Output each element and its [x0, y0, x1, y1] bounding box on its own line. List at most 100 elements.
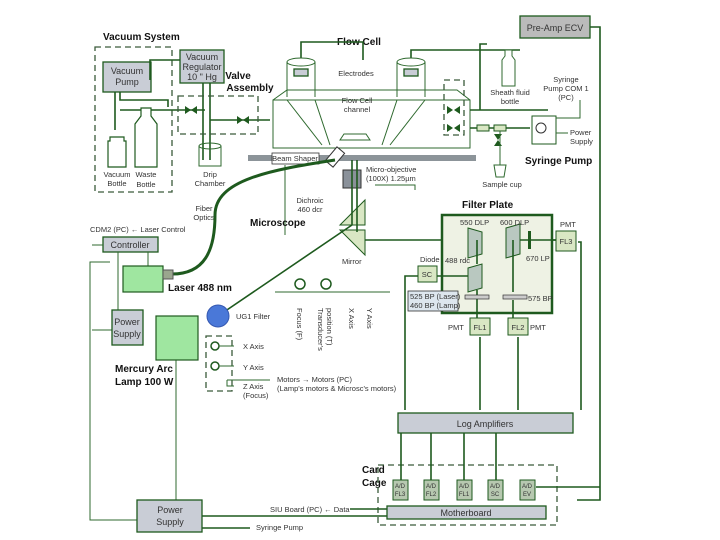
- fl3-label: FL3: [560, 237, 573, 246]
- beam-shaper-box: [271, 152, 320, 165]
- valve-group-right: [443, 79, 465, 136]
- com-line: [556, 100, 581, 119]
- dichroic-filter-icon: [467, 223, 521, 293]
- filter-plate: [440, 213, 554, 315]
- z-axis-label: (Focus): [243, 391, 269, 400]
- syringe-pump-dial: [535, 122, 547, 134]
- left-reservoir-body: [286, 62, 316, 97]
- preamp-box: [519, 15, 591, 39]
- mirror-label: Mirror: [342, 257, 362, 266]
- valve-icon: [185, 106, 249, 124]
- objective-label: Micro-objective: [366, 165, 416, 174]
- y-motor-icon: [210, 361, 220, 371]
- x-motor-icon: [210, 341, 220, 351]
- svg-text:SC: SC: [491, 492, 500, 498]
- svg-text:EV: EV: [523, 492, 531, 498]
- right-reservoir-icon: [396, 57, 426, 67]
- z-axis-label: Z Axis: [243, 382, 264, 391]
- power-supply-label: Supply: [113, 329, 141, 339]
- beam-shaper-rail: [248, 155, 476, 161]
- preamp-wire: [410, 26, 601, 501]
- mercury-arc-lamp-box: [155, 315, 199, 361]
- regulator-label: Regulator: [182, 62, 221, 72]
- 575bp-filter-icon: [502, 294, 528, 300]
- dichroic-label: 460 dcr: [297, 205, 323, 214]
- x-axis-label: X Axis: [243, 342, 264, 351]
- syringe-com-label: Pump COM 1: [543, 84, 588, 93]
- pmt-label: PMT: [530, 323, 546, 332]
- power-supply-box: [111, 309, 144, 346]
- vacuum-lines: [114, 59, 270, 160]
- siu-board-label: SIU Board (PC) ← Data: [270, 505, 350, 514]
- microscope-frame: [284, 165, 416, 235]
- syringe-pump-title: Syringe Pump: [525, 156, 592, 167]
- filter-paths: [437, 239, 556, 320]
- signal-lines: [404, 241, 582, 410]
- vacuum-pump-box: [102, 61, 152, 93]
- main-power-supply-label: Power: [157, 505, 183, 515]
- valve-icon: [447, 106, 502, 146]
- transducer-label: position (T): [325, 308, 334, 346]
- vacuum-pump-label: Pump: [115, 77, 139, 87]
- laser-aperture-icon: [162, 269, 174, 280]
- regulator-label: 10 " Hg: [187, 72, 217, 82]
- ad-card: A/D SC: [487, 479, 504, 501]
- ug1-filter-label: UG1 Filter: [236, 312, 271, 321]
- motors-label: (Lamp's motors & Microsc's motors): [277, 384, 397, 393]
- sample-cup-label: Sample cup: [482, 180, 522, 189]
- drip-chamber-label: Drip: [203, 170, 217, 179]
- syringe-power-label: Supply: [570, 137, 593, 146]
- pmt-fl2-box: [507, 317, 529, 336]
- lamp-label: Lamp 100 W: [115, 377, 174, 388]
- flow-cell-body: [272, 89, 471, 149]
- transducer-label: Transducer's: [316, 308, 325, 351]
- flow-cell-channel-label: Flow Cell: [342, 96, 373, 105]
- card-cage-label: Card: [362, 465, 385, 476]
- valve-assembly-title: Valve: [225, 71, 251, 82]
- syringe-pump-power-label: Syringe Pump: [256, 523, 303, 532]
- main-power-supply-label: Supply: [156, 517, 184, 527]
- beam-shaper-lens-icon: [324, 146, 346, 168]
- valve-assembly-group: [177, 95, 259, 135]
- fitting-icon: [493, 124, 507, 132]
- lamp-label: Mercury Arc: [115, 364, 173, 375]
- 575-bp-label: 575 BP: [528, 294, 553, 303]
- svg-text:A/D: A/D: [395, 484, 406, 490]
- y-axis-label: Y Axis: [243, 363, 264, 372]
- waste-bottle-label: Bottle: [136, 180, 155, 189]
- focus-label: Focus (F): [295, 308, 304, 341]
- sheath-bottle-label: Sheath fluid: [490, 88, 530, 97]
- pmt-fl3-box: [555, 230, 577, 252]
- fl1-label: FL1: [474, 323, 487, 332]
- 488-rdc-label: 488 rdc: [445, 256, 470, 265]
- motor-wires: [219, 345, 270, 387]
- pmt-label: PMT: [560, 220, 576, 229]
- syringe-com-label: Syringe: [553, 75, 578, 84]
- svg-text:FL2: FL2: [426, 492, 437, 498]
- mirror-icon: [338, 229, 366, 257]
- fl2-label: FL2: [512, 323, 525, 332]
- svg-text:A/D: A/D: [522, 484, 533, 490]
- 670lp-filter-icon: [528, 231, 531, 249]
- 525-bp-label: 525 BP (Laser): [410, 292, 461, 301]
- electrode-icon: [403, 68, 419, 77]
- motherboard-label: Motherboard: [440, 508, 491, 518]
- focus-motor-icon: [294, 278, 306, 290]
- microscope-title: Microscope: [250, 218, 306, 229]
- svg-text:A/D: A/D: [490, 484, 501, 490]
- objective-label: (100X) 1.25µm: [366, 174, 416, 183]
- 460-bp-label: 460 BP (Lamp): [410, 301, 461, 310]
- syringe-com-label: (PC): [558, 93, 574, 102]
- electrode-wire: [300, 41, 364, 60]
- motherboard-box: [386, 505, 547, 520]
- pmt-label: PMT: [448, 323, 464, 332]
- fiber-optics-label: Optics: [193, 213, 215, 222]
- fiber-optic-cable: [169, 158, 336, 276]
- vacuum-bottle-label: Vacuum: [104, 170, 131, 179]
- vacuum-pump-label: Vacuum: [111, 66, 143, 76]
- laser-label: Laser 488 nm: [168, 283, 232, 294]
- power-supply-label: Power: [114, 317, 140, 327]
- drip-chamber-body: [198, 146, 222, 167]
- filter-plate-title: Filter Plate: [462, 200, 514, 211]
